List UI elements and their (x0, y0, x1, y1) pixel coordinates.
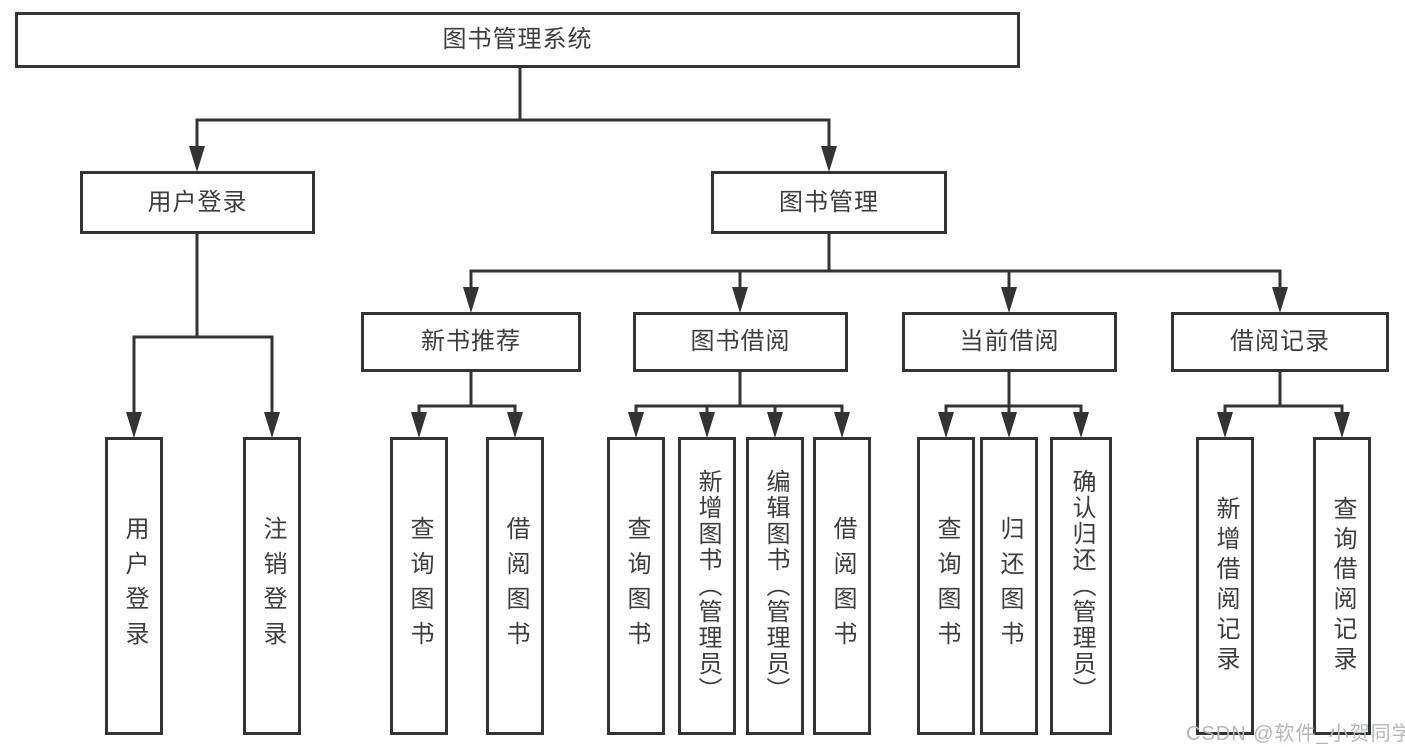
leaf-record-add-record: 新增借阅记录 (1196, 437, 1254, 735)
leaf-borrow-add-book-admin: 新增图书（管理员） (678, 437, 736, 735)
leaf-user-login: 用户登录 (105, 437, 163, 735)
leaf-borrow-borrow-book: 借阅图书 (813, 437, 871, 735)
csdn-watermark: CSDN @软件_小贺同学 (1186, 723, 1405, 745)
node-new-book-recommend: 新书推荐 (361, 312, 581, 372)
node-current-borrow: 当前借阅 (902, 312, 1117, 372)
leaf-recommend-query-book: 查询图书 (390, 437, 448, 735)
leaf-recommend-borrow-book: 借阅图书 (486, 437, 544, 735)
node-borrow-record: 借阅记录 (1171, 312, 1389, 372)
leaf-logout: 注销登录 (243, 437, 301, 735)
leaf-current-return-book: 归还图书 (980, 437, 1038, 735)
leaf-record-query-record: 查询借阅记录 (1313, 437, 1371, 735)
leaf-current-query-book: 查询图书 (917, 437, 975, 735)
node-book-borrow: 图书借阅 (633, 312, 848, 372)
node-user-login: 用户登录 (80, 171, 315, 234)
node-library-management-system: 图书管理系统 (15, 12, 1020, 68)
leaf-borrow-edit-book-admin: 编辑图书（管理员） (746, 437, 804, 735)
leaf-borrow-query-book: 查询图书 (607, 437, 665, 735)
leaf-current-confirm-return-admin: 确认归还（管理员） (1050, 437, 1112, 735)
node-book-management: 图书管理 (711, 171, 947, 234)
